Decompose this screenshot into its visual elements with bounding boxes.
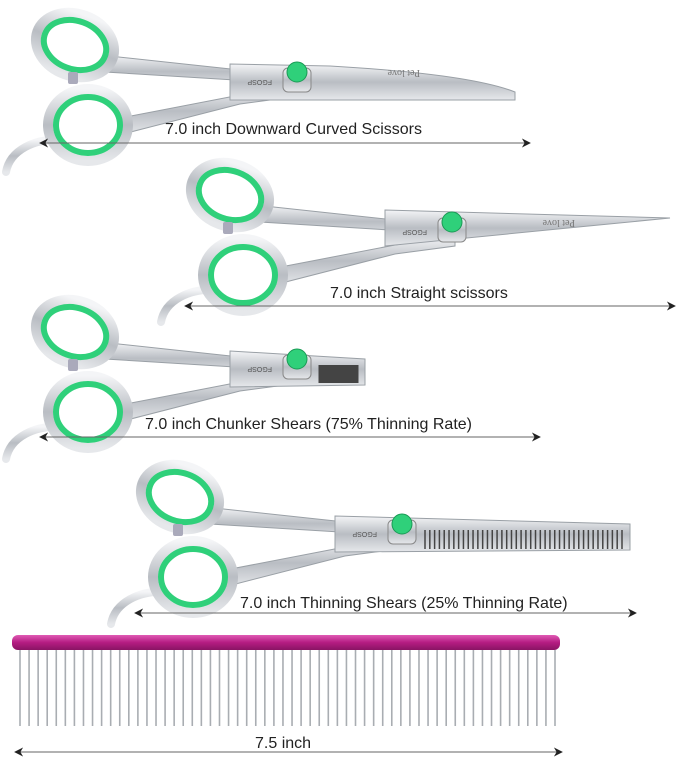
stopper [173, 524, 183, 536]
upper-ring-insert [40, 16, 110, 74]
product-label: 7.0 inch Thinning Shears (25% Thinning R… [240, 595, 568, 612]
comb-spine [12, 635, 560, 650]
scissors-chunker: FGOSP [2, 294, 366, 463]
lower-ring [43, 371, 133, 453]
brand-mark: FGOSP [247, 78, 272, 85]
product-label: 7.0 inch Downward Curved Scissors [165, 121, 422, 138]
brand-mark: FGOSP [247, 365, 272, 372]
stopper [68, 359, 78, 371]
scissors-thinning: FGOSP [107, 459, 631, 628]
pivot-logo-icon [441, 211, 463, 233]
engraving-text: Pet love [542, 217, 575, 228]
stopper [223, 222, 233, 234]
comb-label: 7.5 inch [255, 735, 311, 752]
upper-ring-insert [40, 303, 110, 361]
brand-mark: FGOSP [352, 530, 377, 537]
lower-ring-insert [158, 546, 228, 608]
lower-ring [43, 84, 133, 166]
stopper [68, 72, 78, 84]
upper-ring-insert [145, 468, 215, 526]
dimension-arrows [14, 138, 676, 757]
upper-ring [185, 157, 275, 233]
lower-ring [198, 234, 288, 316]
comb [12, 635, 560, 726]
pivot-logo-icon [286, 348, 308, 370]
product-label: 7.0 inch Chunker Shears (75% Thinning Ra… [145, 416, 472, 433]
pivot-logo-icon [286, 61, 308, 83]
lower-ring-insert [53, 94, 123, 156]
comb-teeth [19, 650, 556, 726]
pivot-logo-icon [391, 513, 413, 535]
blade [384, 209, 671, 247]
brand-mark: FGOSP [402, 228, 427, 235]
lower-ring-insert [208, 244, 278, 306]
product-label: 7.0 inch Straight scissors [330, 285, 508, 302]
lower-ring-insert [53, 381, 123, 443]
lower-shank [264, 235, 456, 287]
upper-ring [30, 7, 120, 83]
upper-ring-insert [195, 166, 265, 224]
engraving-text: Pet love [387, 67, 420, 78]
upper-ring [30, 294, 120, 370]
upper-ring [135, 459, 225, 535]
